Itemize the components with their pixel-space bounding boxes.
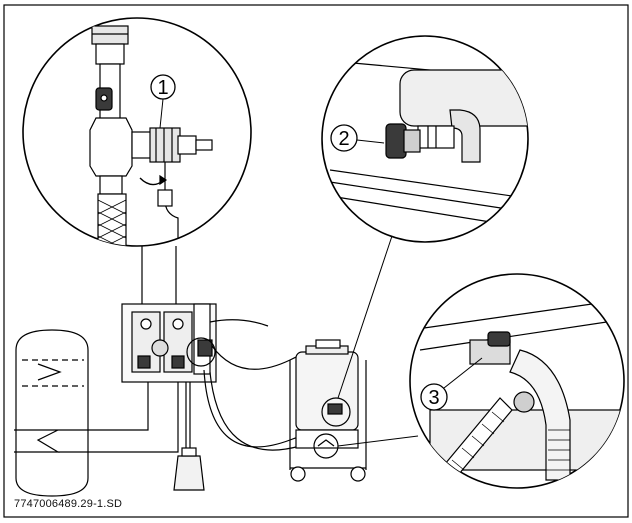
document-code: 7747006489.29-1.SD — [14, 498, 123, 510]
main-system — [14, 235, 419, 497]
callout-3-label: 3 — [428, 387, 439, 409]
valve-handle-icon — [385, 123, 407, 159]
detail-circle-3: 3 — [409, 273, 625, 489]
detail-circle-2: 2 — [321, 35, 529, 243]
storage-tank — [15, 329, 89, 497]
callout-2-label: 2 — [338, 128, 349, 150]
detail-circle-1: 1 — [22, 17, 252, 247]
canister — [173, 455, 205, 491]
heat-exchanger-coil — [14, 359, 84, 453]
flush-cart — [289, 339, 367, 482]
valve-handle-icon — [487, 331, 511, 347]
callout-1-label: 1 — [157, 77, 168, 99]
